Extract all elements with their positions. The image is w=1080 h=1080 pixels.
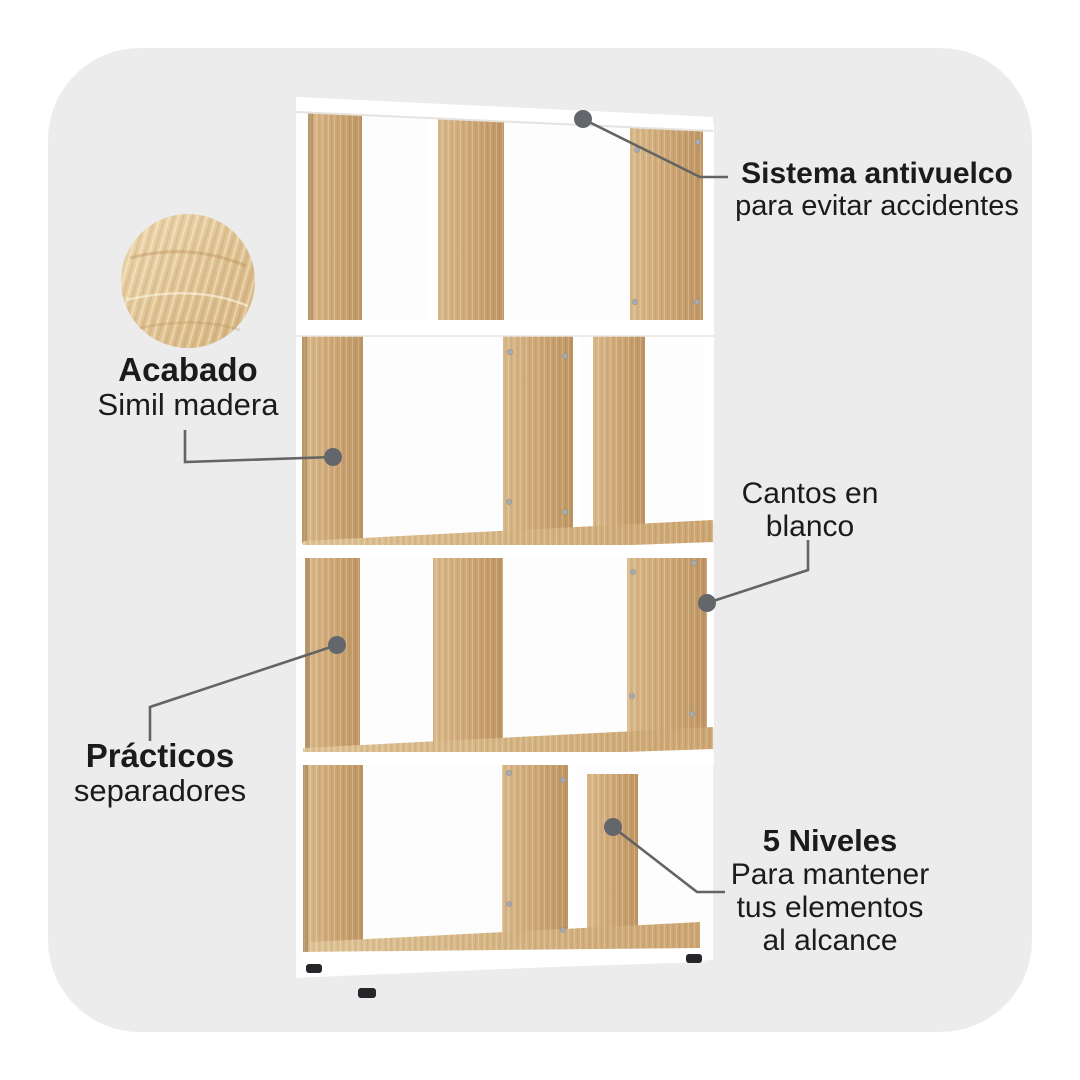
bookshelf — [295, 97, 714, 998]
annotation-niveles-line1: Para mantener — [730, 858, 930, 891]
wood-swatch-circle — [121, 214, 255, 348]
callout-dot-acabado — [324, 448, 342, 466]
callout-dot-niveles — [604, 818, 622, 836]
wood-panels-tier-1 — [308, 107, 714, 322]
callout-dot-separadores — [328, 636, 346, 654]
annotation-acabado-title: Acabado — [118, 351, 258, 388]
callout-line-separadores — [148, 643, 338, 741]
annotation-separadores-subtitle: separadores — [73, 773, 247, 808]
callout-line-cantos — [706, 540, 810, 605]
screws — [506, 139, 701, 933]
shelf-feet — [306, 954, 702, 998]
wood-panels-tier-4 — [303, 758, 638, 967]
annotation-antivuelco: Sistema antivuelco para evitar accidente… — [735, 157, 1019, 222]
annotation-separadores-title: Prácticos — [85, 737, 235, 774]
annotation-antivuelco-subtitle: para evitar accidentes — [735, 190, 1019, 222]
shelf-boards — [295, 97, 714, 975]
annotation-acabado: Acabado Simil madera — [98, 352, 279, 422]
callout-line-niveles — [612, 825, 725, 894]
callout-line-acabado — [183, 430, 334, 464]
callout-lines — [148, 117, 810, 894]
annotation-niveles-line2: tus elementos — [736, 891, 924, 924]
callout-line-antivuelco — [582, 117, 728, 179]
annotation-separadores: Prácticos separadores — [74, 738, 246, 808]
callout-dots — [324, 110, 716, 836]
annotation-niveles-title: 5 Niveles — [762, 823, 898, 858]
annotation-acabado-subtitle: Simil madera — [97, 387, 279, 422]
wood-panels-tier-3 — [305, 548, 714, 752]
annotation-niveles: 5 Niveles Para mantener tus elementos al… — [730, 823, 930, 958]
annotation-cantos-line1: Cantos en — [741, 477, 879, 510]
wood-panels-tier-2 — [302, 336, 714, 543]
annotation-antivuelco-title: Sistema antivuelco — [741, 157, 1013, 190]
callout-dot-antivuelco — [574, 110, 592, 128]
annotation-cantos: Cantos en blanco — [742, 477, 879, 543]
annotation-niveles-line3: al alcance — [762, 924, 898, 957]
callout-dot-cantos — [698, 594, 716, 612]
annotation-cantos-line2: blanco — [765, 510, 855, 543]
